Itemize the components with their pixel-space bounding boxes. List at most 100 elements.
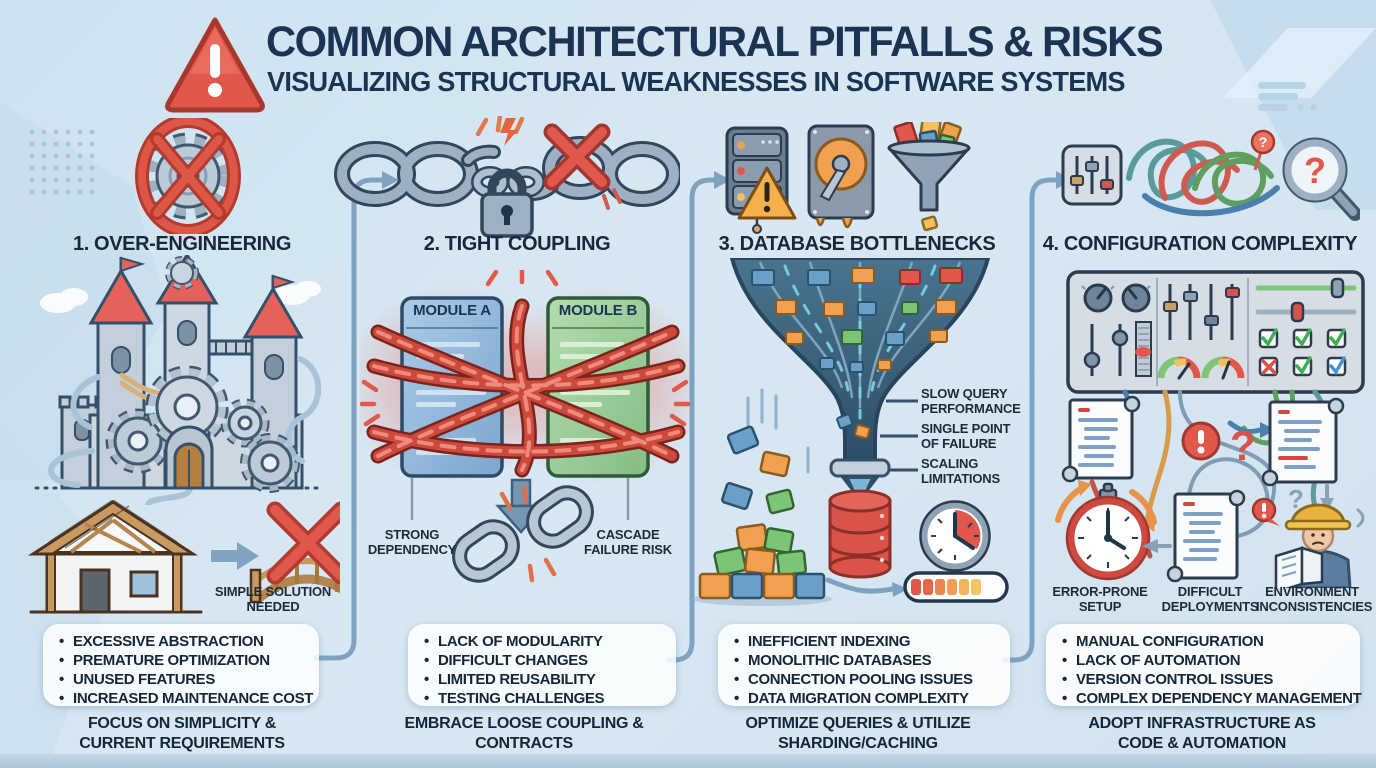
- arrow-right-icon: [211, 542, 259, 570]
- column4-callout-1: ERROR-PRONE SETUP: [1052, 584, 1148, 615]
- deco-line-2: [1258, 93, 1298, 100]
- checkbox-grid: [1258, 328, 1347, 377]
- funnel-overflow-icon: [887, 122, 971, 232]
- bullet-item: INEFFICIENT INDEXING: [734, 633, 998, 652]
- config-scroll: [1061, 395, 1141, 483]
- column1-heading: 1. OVER-ENGINEERING: [73, 233, 291, 255]
- column1-callout: SIMPLE SOLUTION NEEDED: [214, 584, 332, 615]
- bullet-item: LIMITED REUSABILITY: [424, 671, 664, 690]
- bullet-item: PREMATURE OPTIMIZATION: [59, 652, 307, 671]
- connector-3-4: [1001, 177, 1059, 663]
- column3-heading: 3. DATABASE BOTTLENECKS: [718, 233, 996, 255]
- connector-1-2: [313, 177, 385, 661]
- bullet-item: MONOLITHIC DATABASES: [734, 652, 998, 671]
- alert-bubble-icon: [1251, 497, 1280, 526]
- gauge-icon: [1201, 356, 1245, 380]
- column1-footer: FOCUS ON SIMPLICITY & CURRENT REQUIREMEN…: [79, 715, 285, 752]
- column4-heading: 4. CONFIGURATION COMPLEXITY: [1042, 233, 1358, 255]
- bottom-strip: [0, 754, 1376, 768]
- magnifier-question-icon: ?: [1282, 137, 1360, 221]
- falling-folders: [721, 425, 795, 515]
- dot-grid-decoration: [26, 126, 100, 202]
- server-rack-icon: [725, 126, 797, 234]
- coupled-modules-illustration: [360, 270, 690, 583]
- column2-label-left: STRONG DEPENDENCY: [367, 527, 457, 558]
- page-subtitle: VISUALIZING STRUCTURAL WEAKNESSES IN SOF…: [267, 66, 1126, 97]
- config-scroll: [1261, 397, 1345, 487]
- database-icon: [828, 489, 892, 579]
- column4-bullet-list: MANUAL CONFIGURATION LACK OF AUTOMATION …: [1060, 633, 1362, 709]
- arrowhead-2: [714, 171, 731, 189]
- funnel-database-illustration: [692, 258, 1009, 606]
- gear-icon: [165, 256, 199, 290]
- column3-bullet-list: INEFFICIENT INDEXING MONOLITHIC DATABASE…: [732, 633, 998, 709]
- deco-dot-2: [1310, 104, 1317, 111]
- clock-icon: [919, 500, 991, 572]
- question-mark-icon: ?: [1288, 484, 1304, 514]
- bullet-item: MANUAL CONFIGURATION: [1062, 633, 1348, 652]
- wire-arrowhead: [1260, 422, 1276, 438]
- column3-callout-1: SLOW QUERY PERFORMANCE: [921, 386, 1021, 417]
- column4-callout-2: DIFFICULT DEPLOYMENTS: [1161, 584, 1259, 615]
- config-scroll: [1166, 489, 1246, 583]
- progress-bar: [903, 571, 1009, 603]
- gear-icon: [145, 365, 229, 449]
- column2-bullet-list: LACK OF MODULARITY DIFFICULT CHANGES LIM…: [422, 633, 664, 709]
- bullet-item: DIFFICULT CHANGES: [424, 652, 664, 671]
- bullet-item: DATA MIGRATION COMPLEXITY: [734, 690, 998, 709]
- column2-heading: 2. TIGHT COUPLING: [423, 233, 611, 255]
- bullet-item: VERSION CONTROL ISSUES: [1062, 671, 1348, 690]
- module-b-label: MODULE B: [558, 302, 638, 319]
- hard-drive-icon: [807, 124, 875, 229]
- data-folders: [751, 267, 963, 440]
- bullet-item: EXCESSIVE ABSTRACTION: [59, 633, 307, 652]
- melt-drip: [841, 217, 854, 229]
- control-panel: [1066, 270, 1365, 394]
- column1-bullet-list: EXCESSIVE ABSTRACTION PREMATURE OPTIMIZA…: [57, 633, 313, 709]
- arrowhead-1: [382, 171, 399, 189]
- question-mark-icon: ?: [1230, 422, 1256, 469]
- folder-pile: [698, 523, 826, 600]
- svg-text:?: ?: [1304, 150, 1326, 191]
- svg-text:?: ?: [1259, 134, 1268, 150]
- column4-callout-3: ENVIRONMENT INCONSISTENCIES: [1256, 584, 1373, 615]
- tangled-wires-icon: [1126, 138, 1280, 217]
- broken-chain-lock-icon: [334, 116, 680, 238]
- column4-bullet-box: MANUAL CONFIGURATION LACK OF AUTOMATION …: [1046, 624, 1362, 709]
- broken-link-icon: [452, 485, 594, 583]
- bullet-item: INCREASED MAINTENANCE COST: [59, 690, 313, 709]
- red-chains: [366, 298, 686, 478]
- spark-lines: [360, 270, 690, 427]
- gauge-icon: [1157, 356, 1201, 380]
- crossed-gear-icon: [135, 118, 241, 234]
- deco-line-3: [1258, 104, 1288, 111]
- database-bottleneck-icons: [725, 122, 971, 234]
- column3-callout-2: SINGLE POINT OF FAILURE: [921, 421, 1011, 452]
- column3-callout-3: SCALING LIMITATIONS: [921, 456, 1000, 487]
- bullet-item: UNUSED FEATURES: [59, 671, 307, 690]
- column2-label-right: CASCADE FAILURE RISK: [584, 527, 672, 558]
- red-x-icon: [266, 501, 340, 585]
- configuration-complexity-icons: ? ?: [1061, 129, 1360, 221]
- bullet-item: TESTING CHALLENGES: [424, 690, 664, 709]
- column2-bullet-box: LACK OF MODULARITY DIFFICULT CHANGES LIM…: [408, 624, 676, 709]
- pin-question-icon: ?: [1250, 129, 1276, 171]
- gear-icon: [220, 398, 270, 448]
- bullet-item: LACK OF AUTOMATION: [1062, 652, 1348, 671]
- connector-2-3: [665, 177, 717, 663]
- deco-line-1: [1258, 82, 1306, 89]
- column1-bullet-box: EXCESSIVE ABSTRACTION PREMATURE OPTIMIZA…: [43, 624, 319, 709]
- cloud-icon: [40, 281, 321, 313]
- deco-dot-1: [1297, 104, 1304, 111]
- sliders-panel-icon: [1061, 144, 1123, 206]
- bullet-item: CONNECTION POOLING ISSUES: [734, 671, 998, 690]
- confused-worker-icon: ?: [1251, 484, 1365, 588]
- error-badge-icon: [1181, 421, 1221, 461]
- column4-footer: ADOPT INFRASTRUCTURE AS CODE & AUTOMATIO…: [1088, 715, 1316, 752]
- column3-bullet-box: INEFFICIENT INDEXING MONOLITHIC DATABASE…: [718, 624, 1010, 709]
- lightning-icon: [500, 118, 518, 146]
- configuration-illustration: ?: [1055, 270, 1365, 588]
- melt-drip: [815, 217, 826, 227]
